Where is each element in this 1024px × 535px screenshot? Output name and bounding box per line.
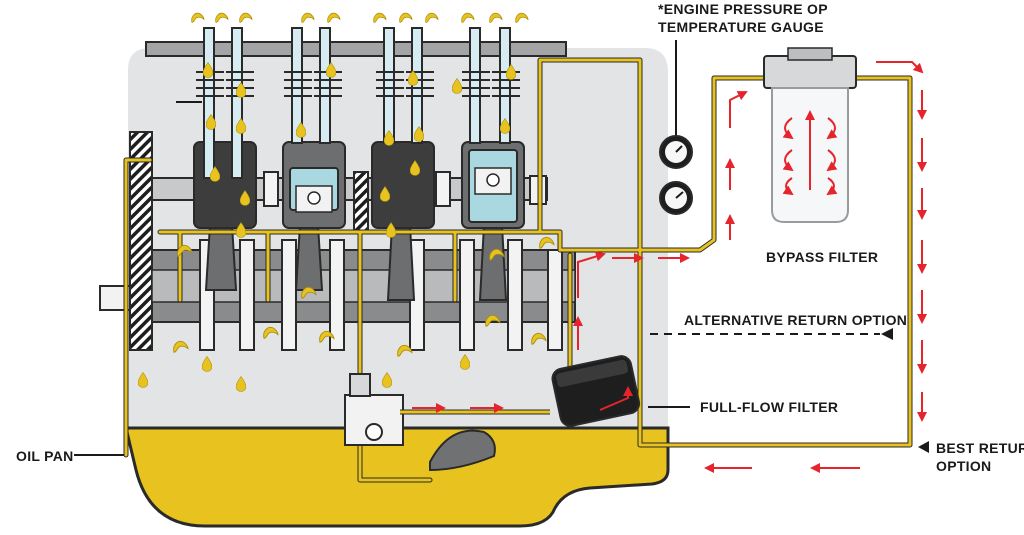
labels: *ENGINE PRESSURE OP TEMPERATURE GAUGE BY… (16, 1, 1024, 474)
full-flow-filter-icon (551, 355, 641, 427)
cylinder-3 (371, 141, 435, 229)
gauge-label-line2: TEMPERATURE GAUGE (658, 19, 824, 35)
alternative-return-label: ALTERNATIVE RETURN OPTION (684, 312, 907, 328)
cylinder-4 (461, 141, 525, 229)
oil-pump (344, 373, 550, 446)
oil-flow-arrows (412, 61, 927, 473)
best-return-label-line1: BEST RETURN (936, 440, 1024, 456)
oil-pickup (429, 429, 496, 472)
bypass-filter-label: BYPASS FILTER (766, 249, 878, 265)
best-return-label-line2: OPTION (936, 458, 991, 474)
cylinder-2 (282, 141, 346, 229)
full-flow-filter-label: FULL-FLOW FILTER (700, 399, 838, 415)
connecting-rods (204, 224, 508, 301)
bypass-filter-icon (763, 47, 857, 223)
pressure-temperature-gauge-icon (659, 40, 693, 215)
gauge-label-line1: *ENGINE PRESSURE OP (658, 1, 828, 17)
rocker-rail (145, 41, 567, 57)
oil-pan-label: OIL PAN (16, 448, 74, 464)
leader-lines (74, 328, 929, 456)
oil-pan (124, 426, 670, 528)
